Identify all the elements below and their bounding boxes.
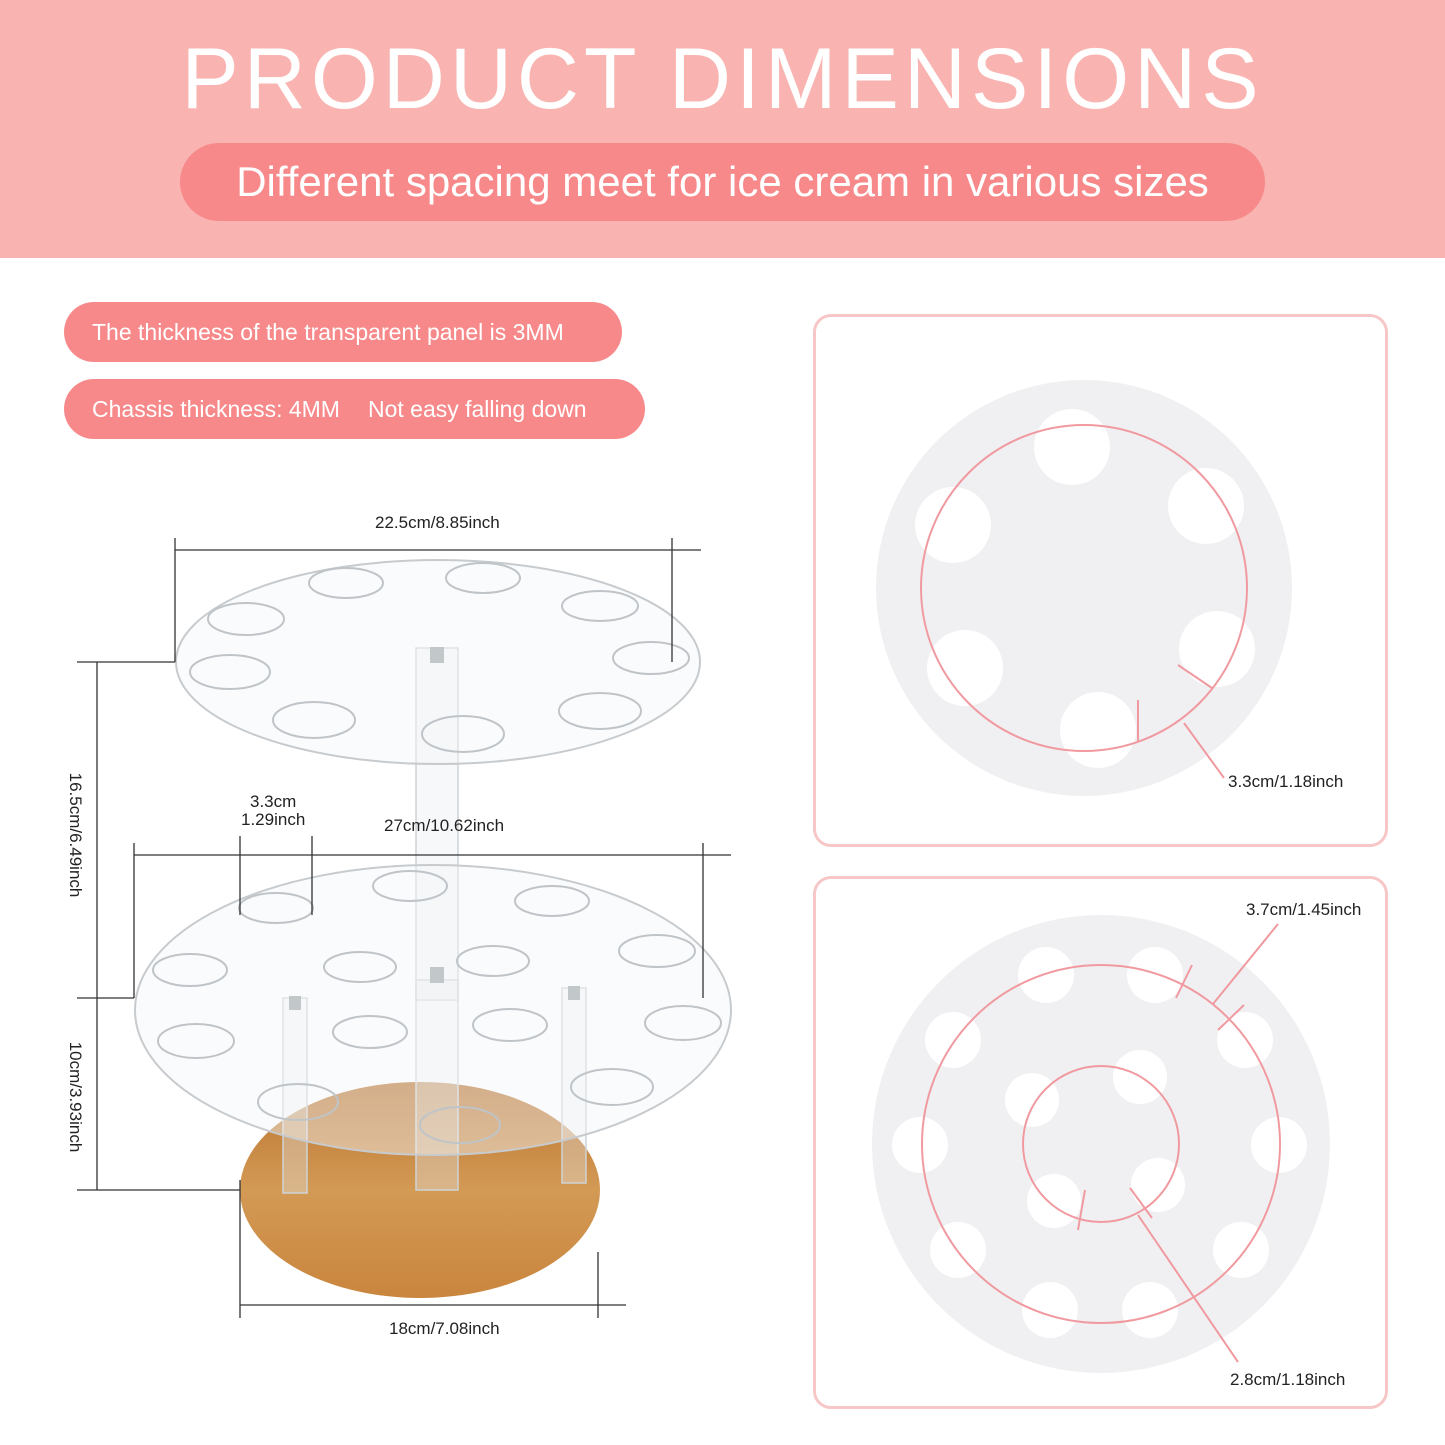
left-pole [282,997,308,1194]
outer-hole-label: 3.7cm/1.45inch [1246,900,1362,919]
not-falling-text: Not easy falling down [367,396,587,422]
top-width-label: 22.5cm/8.85inch [375,513,500,532]
top-tier-detail-panel [813,314,1388,847]
center-bolt-mid [430,967,444,983]
subtitle-pill: Different spacing meet for ice cream in … [180,143,1265,221]
inner-hole-label: 2.8cm/1.18inch [1230,1370,1346,1389]
top-tier-holes [189,562,690,753]
hole-size-label-2: 1.29inch [241,810,306,829]
middle-width-label: 27cm/10.62inch [384,816,505,835]
right-pole [561,987,587,1184]
left-bolt [289,996,301,1010]
dimension-lines [77,538,731,1318]
top-hole-label: 3.3cm/1.18inch [1228,772,1344,791]
middle-tier-holes [152,870,722,1144]
hole-size-label-1: 3.3cm [250,792,297,811]
header-banner: PRODUCT DIMENSIONS Different spacing mee… [0,0,1445,258]
page-title: PRODUCT DIMENSIONS [181,31,1264,127]
chassis-thickness-pill: Chassis thickness: 4MM Not easy falling d… [64,379,645,439]
base-width-label: 18cm/7.08inch [389,1319,500,1338]
chassis-thickness-text: Chassis thickness: 4MM [92,396,340,422]
lower-height-label: 10cm/3.93inch [66,1041,85,1153]
center-pole-upper [415,647,459,1001]
panel-thickness-pill: The thickness of the transparent panel i… [64,302,622,362]
right-bolt [568,986,580,1000]
middle-tier [134,864,732,1156]
center-bolt-top [430,647,444,663]
upper-height-label: 16.5cm/6.49inch [66,772,85,898]
middle-tier-detail-panel [813,876,1388,1409]
top-tier [175,559,701,765]
